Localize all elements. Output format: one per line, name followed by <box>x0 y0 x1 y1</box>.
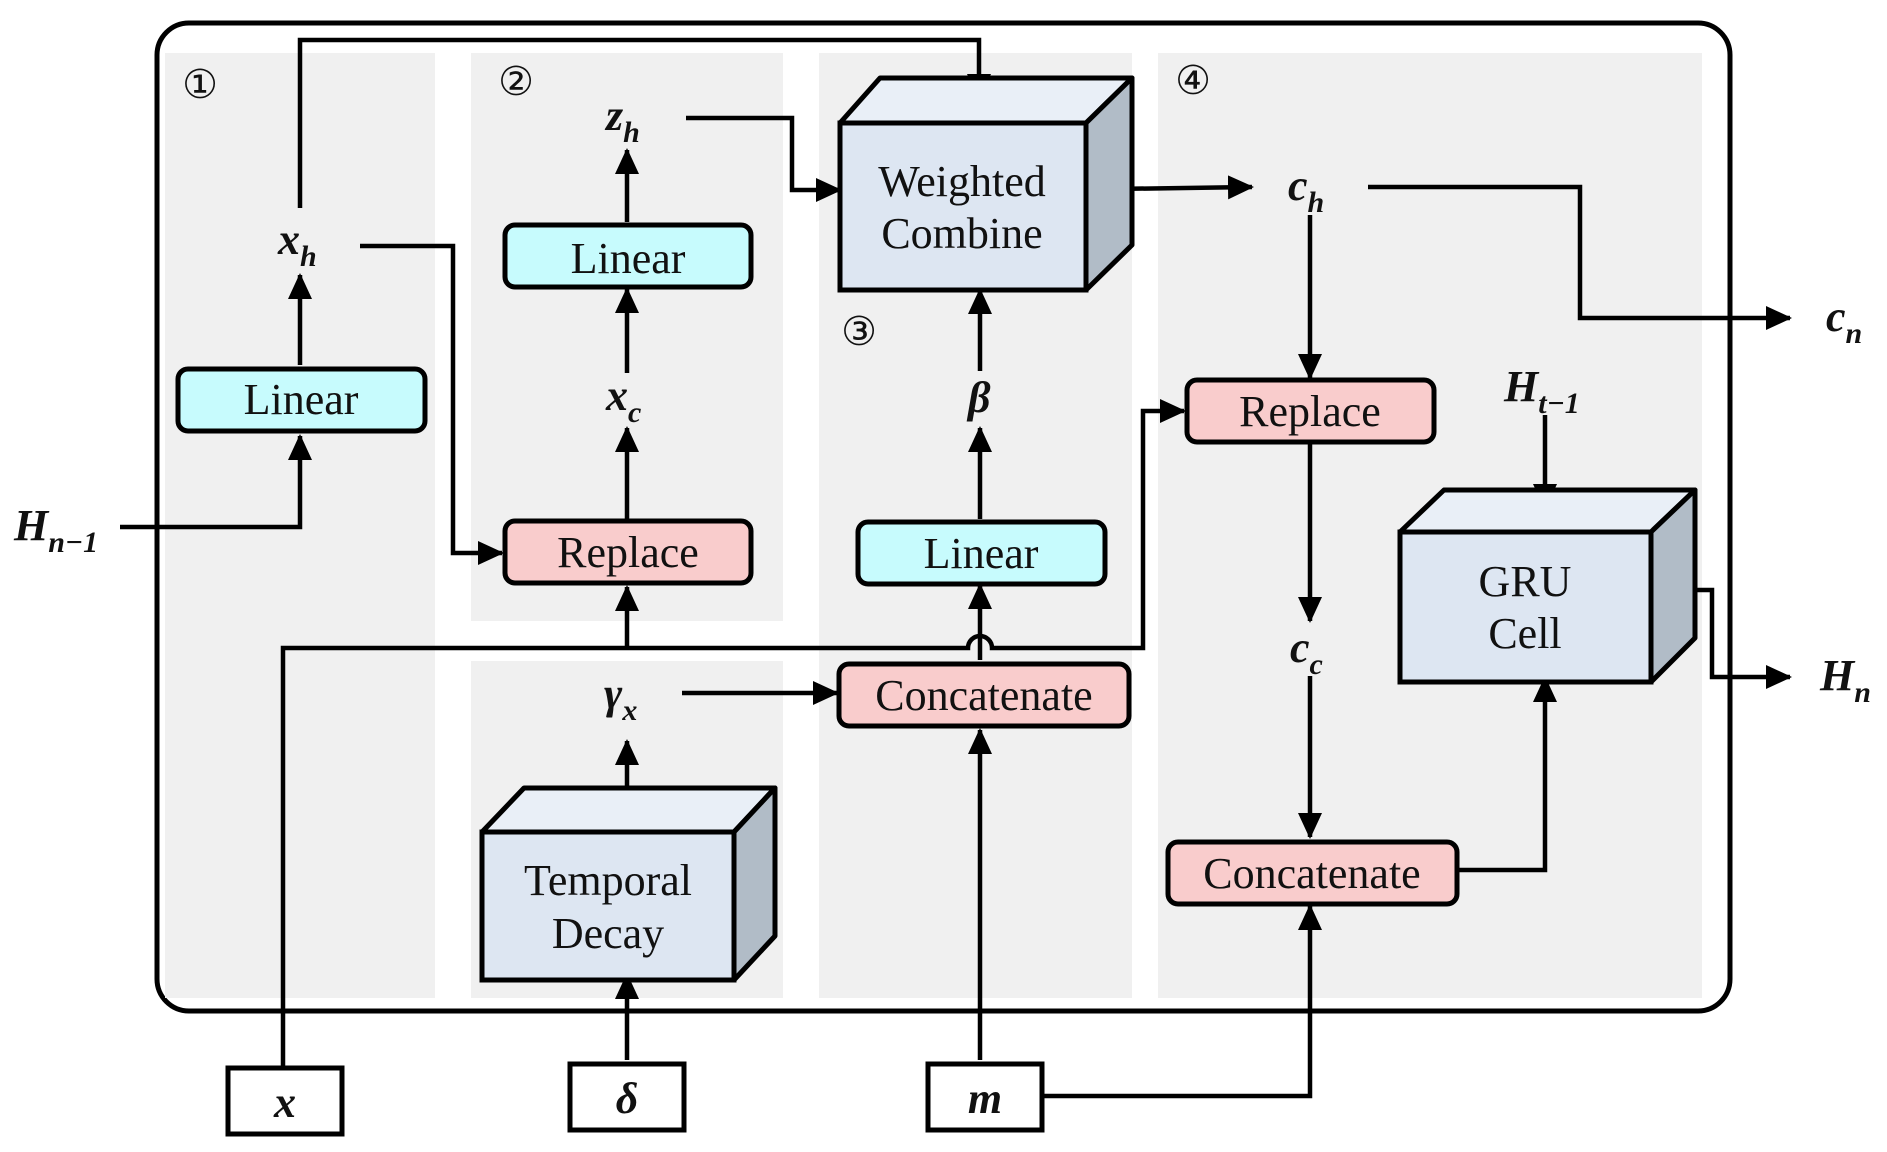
linear-block-2: Linear <box>502 222 754 290</box>
svg-text:Linear: Linear <box>571 234 686 283</box>
var-h-n-minus-1: Hn−1 <box>13 501 98 559</box>
svg-text:Replace: Replace <box>557 528 699 577</box>
var-x-h: xh <box>277 215 317 273</box>
svg-text:Decay: Decay <box>552 909 664 958</box>
var-h-n: Hn <box>1819 651 1871 709</box>
input-x-box: x <box>225 1065 345 1137</box>
var-z-h: zh <box>604 91 640 149</box>
weighted-combine-block: Weighted Combine <box>837 75 1135 293</box>
var-c-c: cc <box>1290 623 1323 681</box>
linear-block-3: Linear <box>855 519 1108 587</box>
linear-block-1: Linear <box>175 366 428 434</box>
section-2-marker: ② <box>498 59 534 104</box>
var-beta: β <box>966 373 991 422</box>
replace-block-2: Replace <box>502 518 754 586</box>
temporal-decay-block: Temporal Decay <box>479 785 778 983</box>
concatenate-block-4: Concatenate <box>1165 839 1460 907</box>
svg-text:Cell: Cell <box>1488 609 1561 658</box>
svg-text:Concatenate: Concatenate <box>1203 849 1420 898</box>
svg-text:m: m <box>968 1074 1002 1123</box>
section-4-marker: ④ <box>1175 58 1211 103</box>
svg-text:Replace: Replace <box>1239 387 1381 436</box>
var-c-h: ch <box>1288 161 1324 219</box>
input-delta-box: δ <box>567 1061 687 1133</box>
connection-wires <box>120 37 1792 1099</box>
svg-text:Combine: Combine <box>881 209 1042 258</box>
svg-text:Linear: Linear <box>244 375 359 424</box>
concatenate-block-3: Concatenate <box>836 661 1132 729</box>
svg-text:Weighted: Weighted <box>878 157 1046 206</box>
svg-text:δ: δ <box>616 1074 639 1123</box>
var-c-n: cn <box>1826 292 1862 350</box>
input-m-box: m <box>925 1061 1045 1133</box>
svg-text:x: x <box>273 1078 296 1127</box>
var-h-t-minus-1: Ht−1 <box>1503 362 1580 420</box>
svg-text:Concatenate: Concatenate <box>875 671 1092 720</box>
section-3-marker: ③ <box>841 309 877 354</box>
var-gamma-x: γx <box>604 669 637 727</box>
svg-text:Linear: Linear <box>924 529 1039 578</box>
section-1-marker: ① <box>182 62 218 107</box>
svg-text:Temporal: Temporal <box>524 856 692 905</box>
replace-block-4: Replace <box>1184 377 1437 445</box>
var-x-c: xc <box>605 371 641 429</box>
svg-text:GRU: GRU <box>1479 557 1572 606</box>
gru-cell-block: GRU Cell <box>1397 487 1698 685</box>
